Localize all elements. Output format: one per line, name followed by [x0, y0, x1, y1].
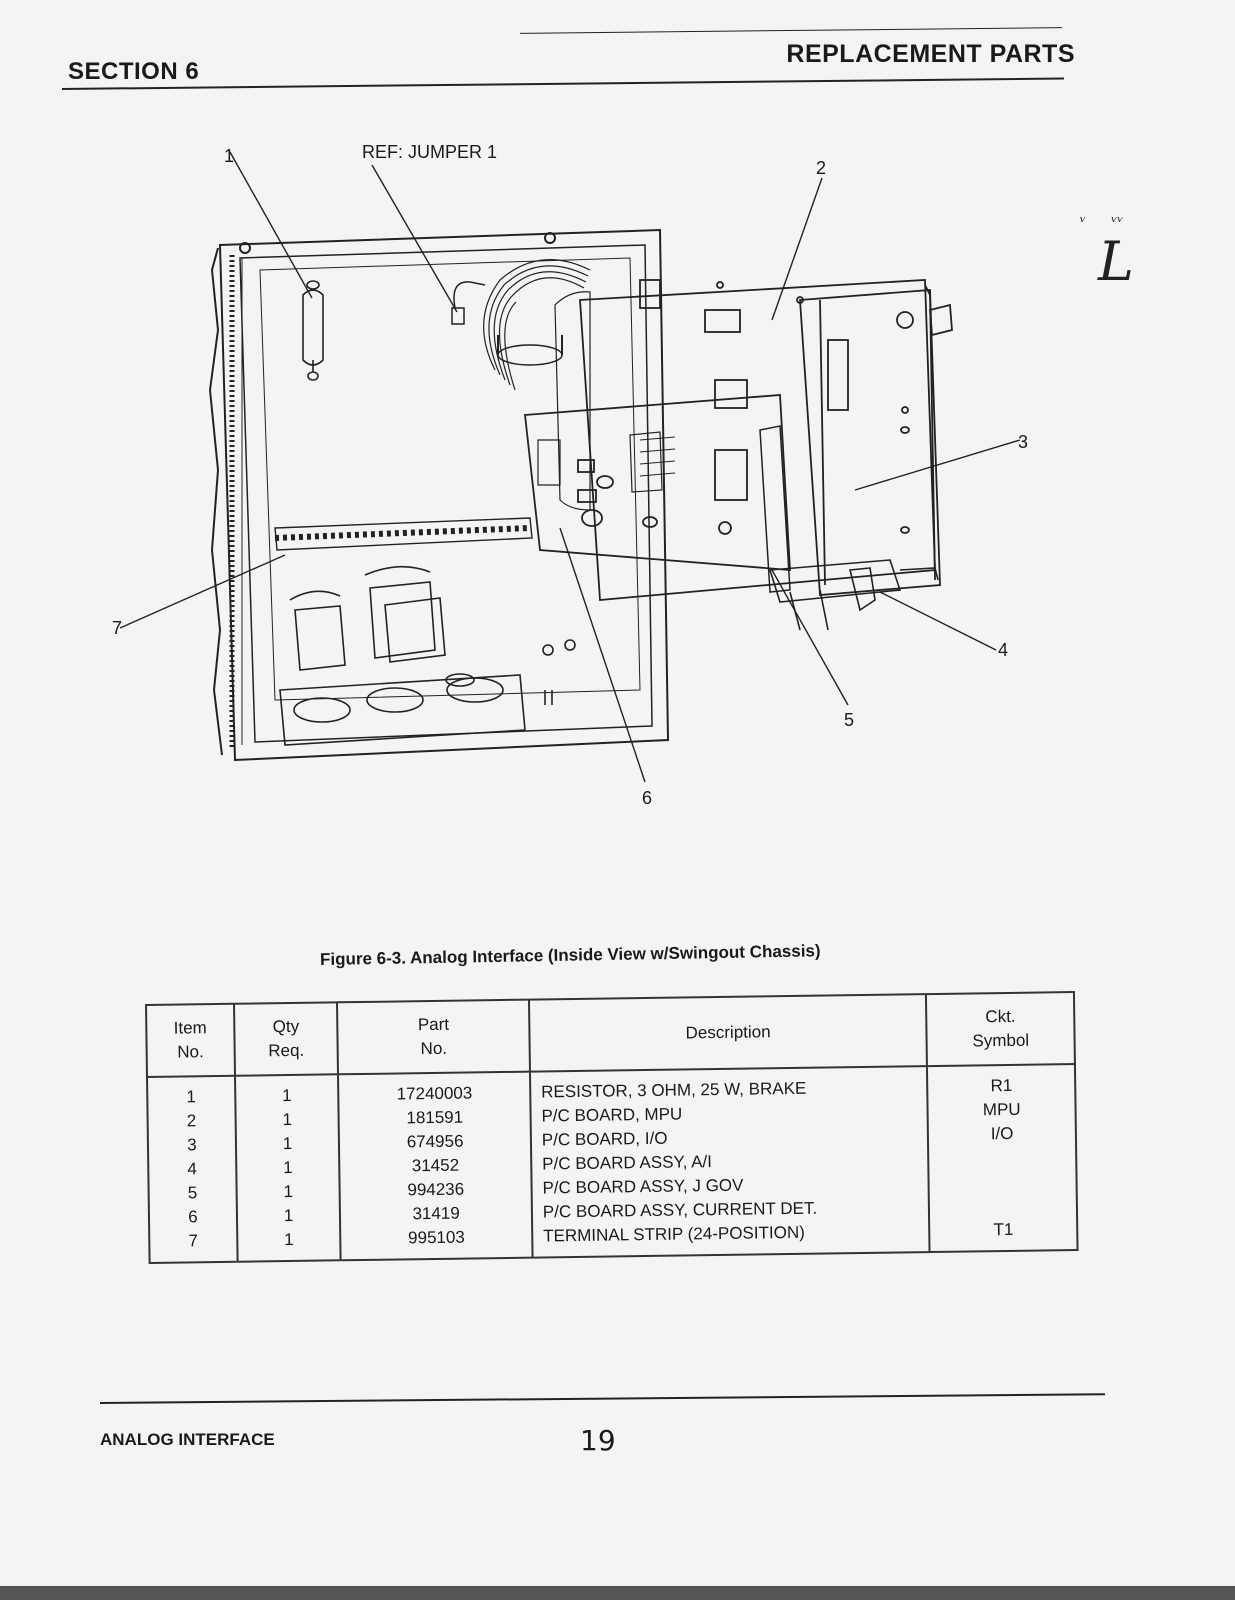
footer-label: ANALOG INTERFACE — [100, 1430, 275, 1449]
mpu-board — [554, 279, 936, 601]
table-cell: 31419 — [412, 1203, 460, 1224]
table-cell: 7 — [188, 1231, 199, 1251]
analog-interface-illustration — [119, 151, 1021, 783]
table-cell: MPU — [982, 1099, 1021, 1120]
table-cell: 1 — [186, 1087, 197, 1107]
header-qty: Qty Req. — [233, 1002, 339, 1076]
parts-table: Item No. Qty Req. Part No. Description — [145, 991, 1079, 1264]
table-cell: TERMINAL STRIP (24-POSITION) — [543, 1222, 805, 1246]
table-cell: 181591 — [406, 1107, 464, 1128]
margin-tick-marks: ᵛ ᵛᵛ — [1080, 212, 1124, 231]
table-body-row: 1 2 3 4 5 6 7 1 1 1 1 1 1 — [147, 1064, 1078, 1263]
section-label: SECTION 6 — [68, 58, 200, 85]
bottom-connectors — [279, 639, 576, 746]
column-description: RESISTOR, 3 OHM, 25 W, BRAKE P/C BOARD, … — [529, 1066, 930, 1258]
callout-6: 6 — [642, 788, 653, 808]
ai-board — [768, 559, 939, 631]
callout-5: 5 — [844, 710, 855, 730]
callout-4: 4 — [998, 640, 1009, 660]
page-title: REPLACEMENT PARTS — [786, 40, 1075, 68]
table-cell: 3 — [186, 1135, 197, 1155]
header-rule-top — [520, 27, 1062, 34]
table-cell: 17240003 — [396, 1083, 473, 1104]
header-description: Description — [528, 994, 928, 1072]
header-item: Item No. — [146, 1003, 235, 1077]
table-cell: 2 — [186, 1111, 197, 1131]
table-cell: 674956 — [406, 1131, 464, 1152]
io-board — [799, 284, 953, 596]
leader-lines — [119, 151, 1021, 783]
table-cell: 5 — [187, 1183, 198, 1203]
column-item: 1 2 3 4 5 6 7 — [147, 1075, 238, 1263]
table-cell: 994236 — [407, 1179, 465, 1200]
column-qty: 1 1 1 1 1 1 1 — [234, 1074, 342, 1262]
callout-3: 3 — [1018, 432, 1029, 452]
column-part: 17240003 181591 674956 31452 994236 3141… — [338, 1071, 533, 1261]
footer-rule — [99, 1393, 1105, 1404]
jumper — [451, 281, 486, 325]
enclosure-frame — [218, 228, 670, 762]
resistor — [302, 280, 324, 381]
table-cell: R1 — [990, 1075, 1013, 1096]
table-cell: 1 — [283, 1205, 294, 1226]
table-cell: 1 — [282, 1109, 293, 1130]
page-number: 19 — [580, 1424, 616, 1457]
header-symbol: Ckt. Symbol — [926, 992, 1075, 1067]
table-cell: 6 — [187, 1207, 198, 1227]
header-part: Part No. — [337, 999, 530, 1075]
terminal-strip — [274, 517, 533, 551]
table-cell: T1 — [993, 1219, 1014, 1240]
figure-caption: Figure 6-3. Analog Interface (Inside Vie… — [319, 941, 821, 969]
table-cell: 4 — [187, 1159, 198, 1179]
table-cell: 1 — [282, 1133, 293, 1154]
transformers — [289, 565, 446, 671]
table-cell: I/O — [990, 1123, 1014, 1144]
table-cell: 1 — [283, 1181, 294, 1202]
margin-note: L — [1098, 230, 1134, 293]
column-symbol: R1 MPU I/O T1 — [927, 1064, 1078, 1253]
table-cell: 1 — [282, 1085, 292, 1106]
table-cell: 1 — [284, 1229, 294, 1250]
wire-harness — [483, 259, 591, 391]
parts-table-wrap: Item No. Qty Req. Part No. Description — [145, 991, 1079, 1264]
current-detector-board — [524, 394, 791, 593]
figure-drawing: 1 REF: JUMPER 1 2 3 4 5 6 7 — [100, 130, 1060, 830]
ref-jumper-label: REF: JUMPER 1 — [362, 142, 498, 162]
table-cell — [930, 1169, 1076, 1195]
table-cell — [929, 1145, 1075, 1171]
scan-edge — [0, 1586, 1235, 1600]
table-cell: 1 — [283, 1157, 293, 1178]
table-cell: 31452 — [411, 1155, 460, 1176]
table-cell — [930, 1193, 1076, 1219]
table-header-row: Item No. Qty Req. Part No. Description — [146, 992, 1075, 1077]
callout-2: 2 — [816, 158, 827, 178]
table-cell: 995103 — [407, 1227, 465, 1248]
callout-1: 1 — [224, 146, 235, 166]
header-rule — [61, 77, 1064, 90]
callout-7: 7 — [112, 618, 123, 638]
door-edge — [208, 247, 223, 756]
